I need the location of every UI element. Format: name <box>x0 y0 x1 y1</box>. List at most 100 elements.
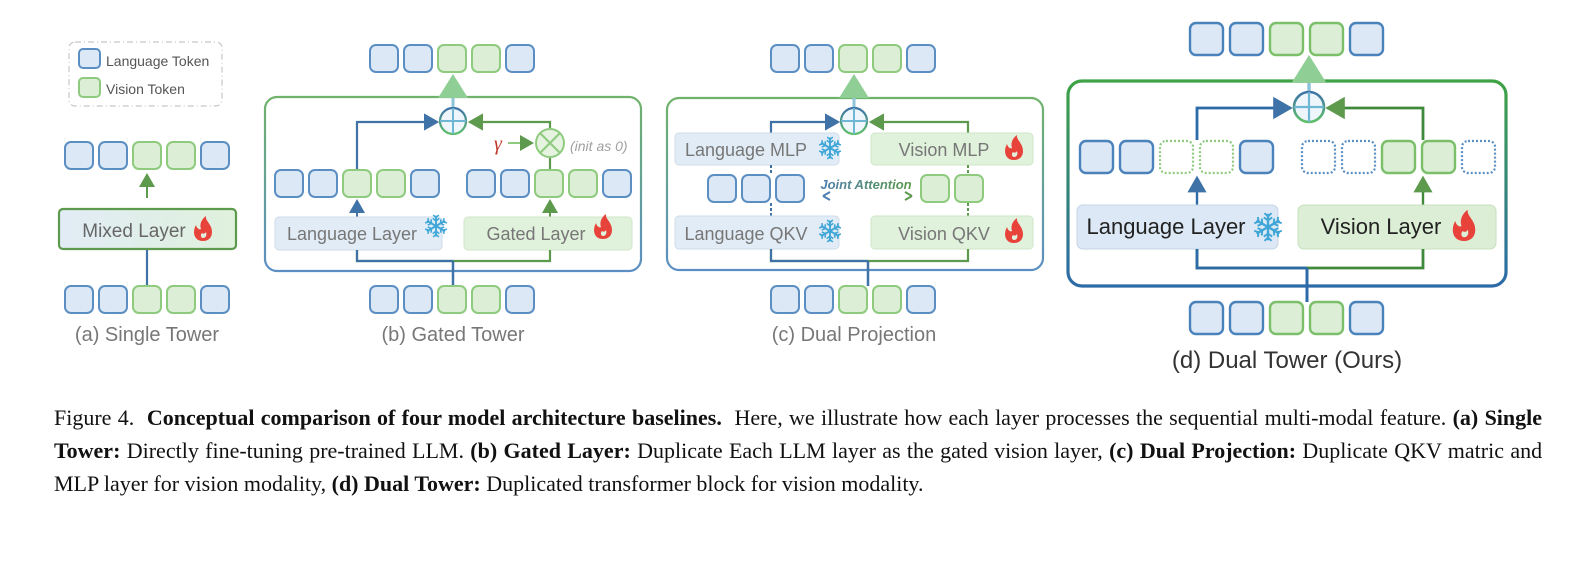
language-token <box>274 169 304 198</box>
vision-token <box>872 285 902 314</box>
legend-vision-label: Vision Token <box>106 81 185 97</box>
language-token <box>906 285 936 314</box>
token-row <box>466 169 632 198</box>
language-token <box>200 285 230 314</box>
token-row <box>64 285 230 314</box>
token-row <box>1300 139 1497 175</box>
panel-a-caption: (a) Single Tower <box>75 324 219 346</box>
language-token <box>707 174 737 203</box>
language-token <box>410 169 440 198</box>
language-token <box>1188 21 1225 57</box>
gamma-symbol: γ <box>494 133 503 155</box>
fire-icon <box>1005 218 1023 243</box>
vision-layer-label: Vision Layer <box>1321 214 1442 239</box>
figure-label: Figure 4. <box>54 405 135 430</box>
caption-item-c-name: Dual Projection: <box>1139 438 1297 463</box>
gated-layer-box <box>463 216 633 251</box>
vision-token <box>1308 21 1345 57</box>
caption-item-b-name: Gated Layer: <box>503 438 631 463</box>
placeholder-language-token <box>1340 139 1377 175</box>
panel-single-tower: Mixed Layer (a) Single Tower <box>57 141 238 346</box>
vision-token <box>568 169 598 198</box>
language-token <box>98 141 128 170</box>
language-token <box>200 141 230 170</box>
token-row <box>920 174 984 203</box>
token-row <box>369 44 535 73</box>
snowflake-icon <box>1253 212 1283 242</box>
gate-init-note: (init as 0) <box>570 138 628 154</box>
language-token <box>1348 300 1385 336</box>
vision-token <box>1420 139 1457 175</box>
language-token <box>466 169 496 198</box>
panel-c-caption: (c) Dual Projection <box>772 324 937 346</box>
language-layer-box <box>1076 204 1279 250</box>
joint-attention-label: Joint Attention <box>820 177 911 192</box>
language-token <box>1118 139 1155 175</box>
fire-icon <box>194 216 212 241</box>
language-token <box>1078 139 1115 175</box>
placeholder-vision-token <box>1198 139 1235 175</box>
fire-icon <box>1452 209 1476 241</box>
caption-item-b-text: Duplicate Each LLM layer as the gated vi… <box>637 438 1103 463</box>
language-token <box>770 285 800 314</box>
vision-qkv-box <box>870 215 1034 250</box>
language-token <box>505 285 535 314</box>
language-token <box>1228 300 1265 336</box>
language-token <box>369 285 399 314</box>
language-token <box>1188 300 1225 336</box>
token-row <box>1078 139 1275 175</box>
figure-intro: Here, we illustrate how each layer proce… <box>734 405 1447 430</box>
vision-token <box>132 285 162 314</box>
vision-mlp-box <box>870 132 1034 166</box>
vision-token <box>437 285 467 314</box>
dual-tower-block <box>1066 79 1508 288</box>
language-token <box>775 174 805 203</box>
mixed-layer-label: Mixed Layer <box>82 221 186 242</box>
caption-item-c-tag: (c) <box>1109 438 1134 463</box>
token-row <box>369 285 535 314</box>
caption-item-c-text: Duplicate QKV matric and MLP layer for v… <box>54 438 1543 496</box>
language-token <box>403 44 433 73</box>
panel-b-caption: (b) Gated Tower <box>381 324 524 346</box>
vision-token <box>1308 300 1345 336</box>
language-layer-label: Language Layer <box>287 224 417 244</box>
language-token <box>64 141 94 170</box>
language-token <box>906 44 936 73</box>
vision-qkv-label: Vision QKV <box>898 224 990 244</box>
language-layer-box <box>274 216 443 251</box>
panel-d-caption: (d) Dual Tower (Ours) <box>1172 347 1402 374</box>
figure-title: Conceptual comparison of four model arch… <box>146 405 722 430</box>
vision-token <box>1268 300 1305 336</box>
caption-item-a-text: Directly fine-tuning pre-trained LLM. <box>126 438 464 463</box>
placeholder-vision-token <box>1158 139 1195 175</box>
panel-dual-projection: Language MLP Vision MLP Joint Attention … <box>665 44 1045 346</box>
language-mlp-label: Language MLP <box>685 140 807 160</box>
language-token <box>804 285 834 314</box>
language-qkv-box <box>674 215 840 250</box>
language-token <box>500 169 530 198</box>
vision-token <box>376 169 406 198</box>
language-token <box>308 169 338 198</box>
caption-item-a-name: Single Tower: <box>54 405 1543 463</box>
vision-token-swatch <box>78 77 101 98</box>
language-qkv-label: Language QKV <box>684 224 807 244</box>
language-token <box>403 285 433 314</box>
token-row <box>1188 21 1385 57</box>
language-token <box>369 44 399 73</box>
panel-gated-tower: γ (init as 0) Language Layer Gated Layer… <box>263 44 643 346</box>
language-token <box>741 174 771 203</box>
snowflake-icon <box>424 214 448 238</box>
legend-language-label: Language Token <box>106 53 209 69</box>
token-row <box>770 285 936 314</box>
mixed-layer-box <box>57 207 238 251</box>
language-layer-label: Language Layer <box>1086 214 1245 239</box>
vision-token <box>920 174 950 203</box>
vision-token <box>1380 139 1417 175</box>
language-token <box>505 44 535 73</box>
placeholder-language-token <box>1300 139 1337 175</box>
language-token <box>64 285 94 314</box>
vision-token <box>342 169 372 198</box>
token-row <box>64 141 230 170</box>
token-row <box>1188 300 1385 336</box>
vision-token <box>132 141 162 170</box>
